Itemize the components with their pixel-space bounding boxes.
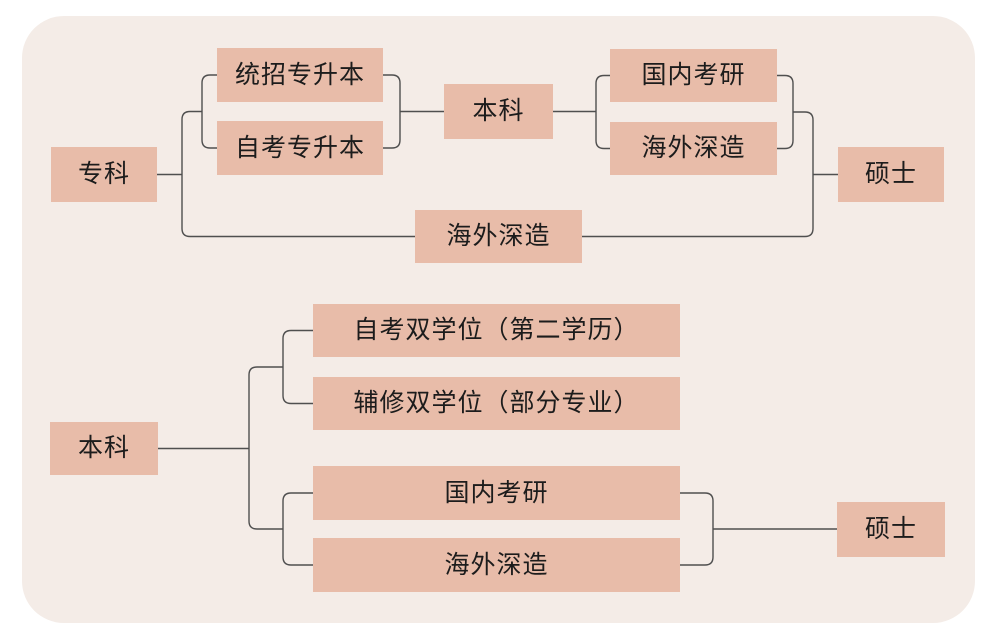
node-fuxiu-shuangxuewei: 辅修双学位（部分专业） bbox=[313, 377, 680, 430]
node-haiwai-shenzao-direct: 海外深造 bbox=[415, 210, 582, 263]
node-guonei-kaoyan-2: 国内考研 bbox=[313, 466, 680, 520]
node-tongzhao-zhuanshengben: 统招专升本 bbox=[217, 48, 383, 102]
node-zikao-shuangxuewei: 自考双学位（第二学历） bbox=[313, 304, 680, 357]
node-benke-2: 本科 bbox=[50, 422, 158, 475]
node-zhuanke: 专科 bbox=[51, 147, 157, 202]
node-shuoshi: 硕士 bbox=[838, 147, 944, 202]
node-guonei-kaoyan: 国内考研 bbox=[610, 49, 777, 102]
node-benke: 本科 bbox=[444, 84, 553, 139]
node-shuoshi-2: 硕士 bbox=[837, 502, 945, 557]
node-haiwai-shenzao: 海外深造 bbox=[610, 122, 777, 175]
node-haiwai-shenzao-2: 海外深造 bbox=[313, 538, 680, 592]
node-zikao-zhuanshengben: 自考专升本 bbox=[217, 121, 383, 175]
